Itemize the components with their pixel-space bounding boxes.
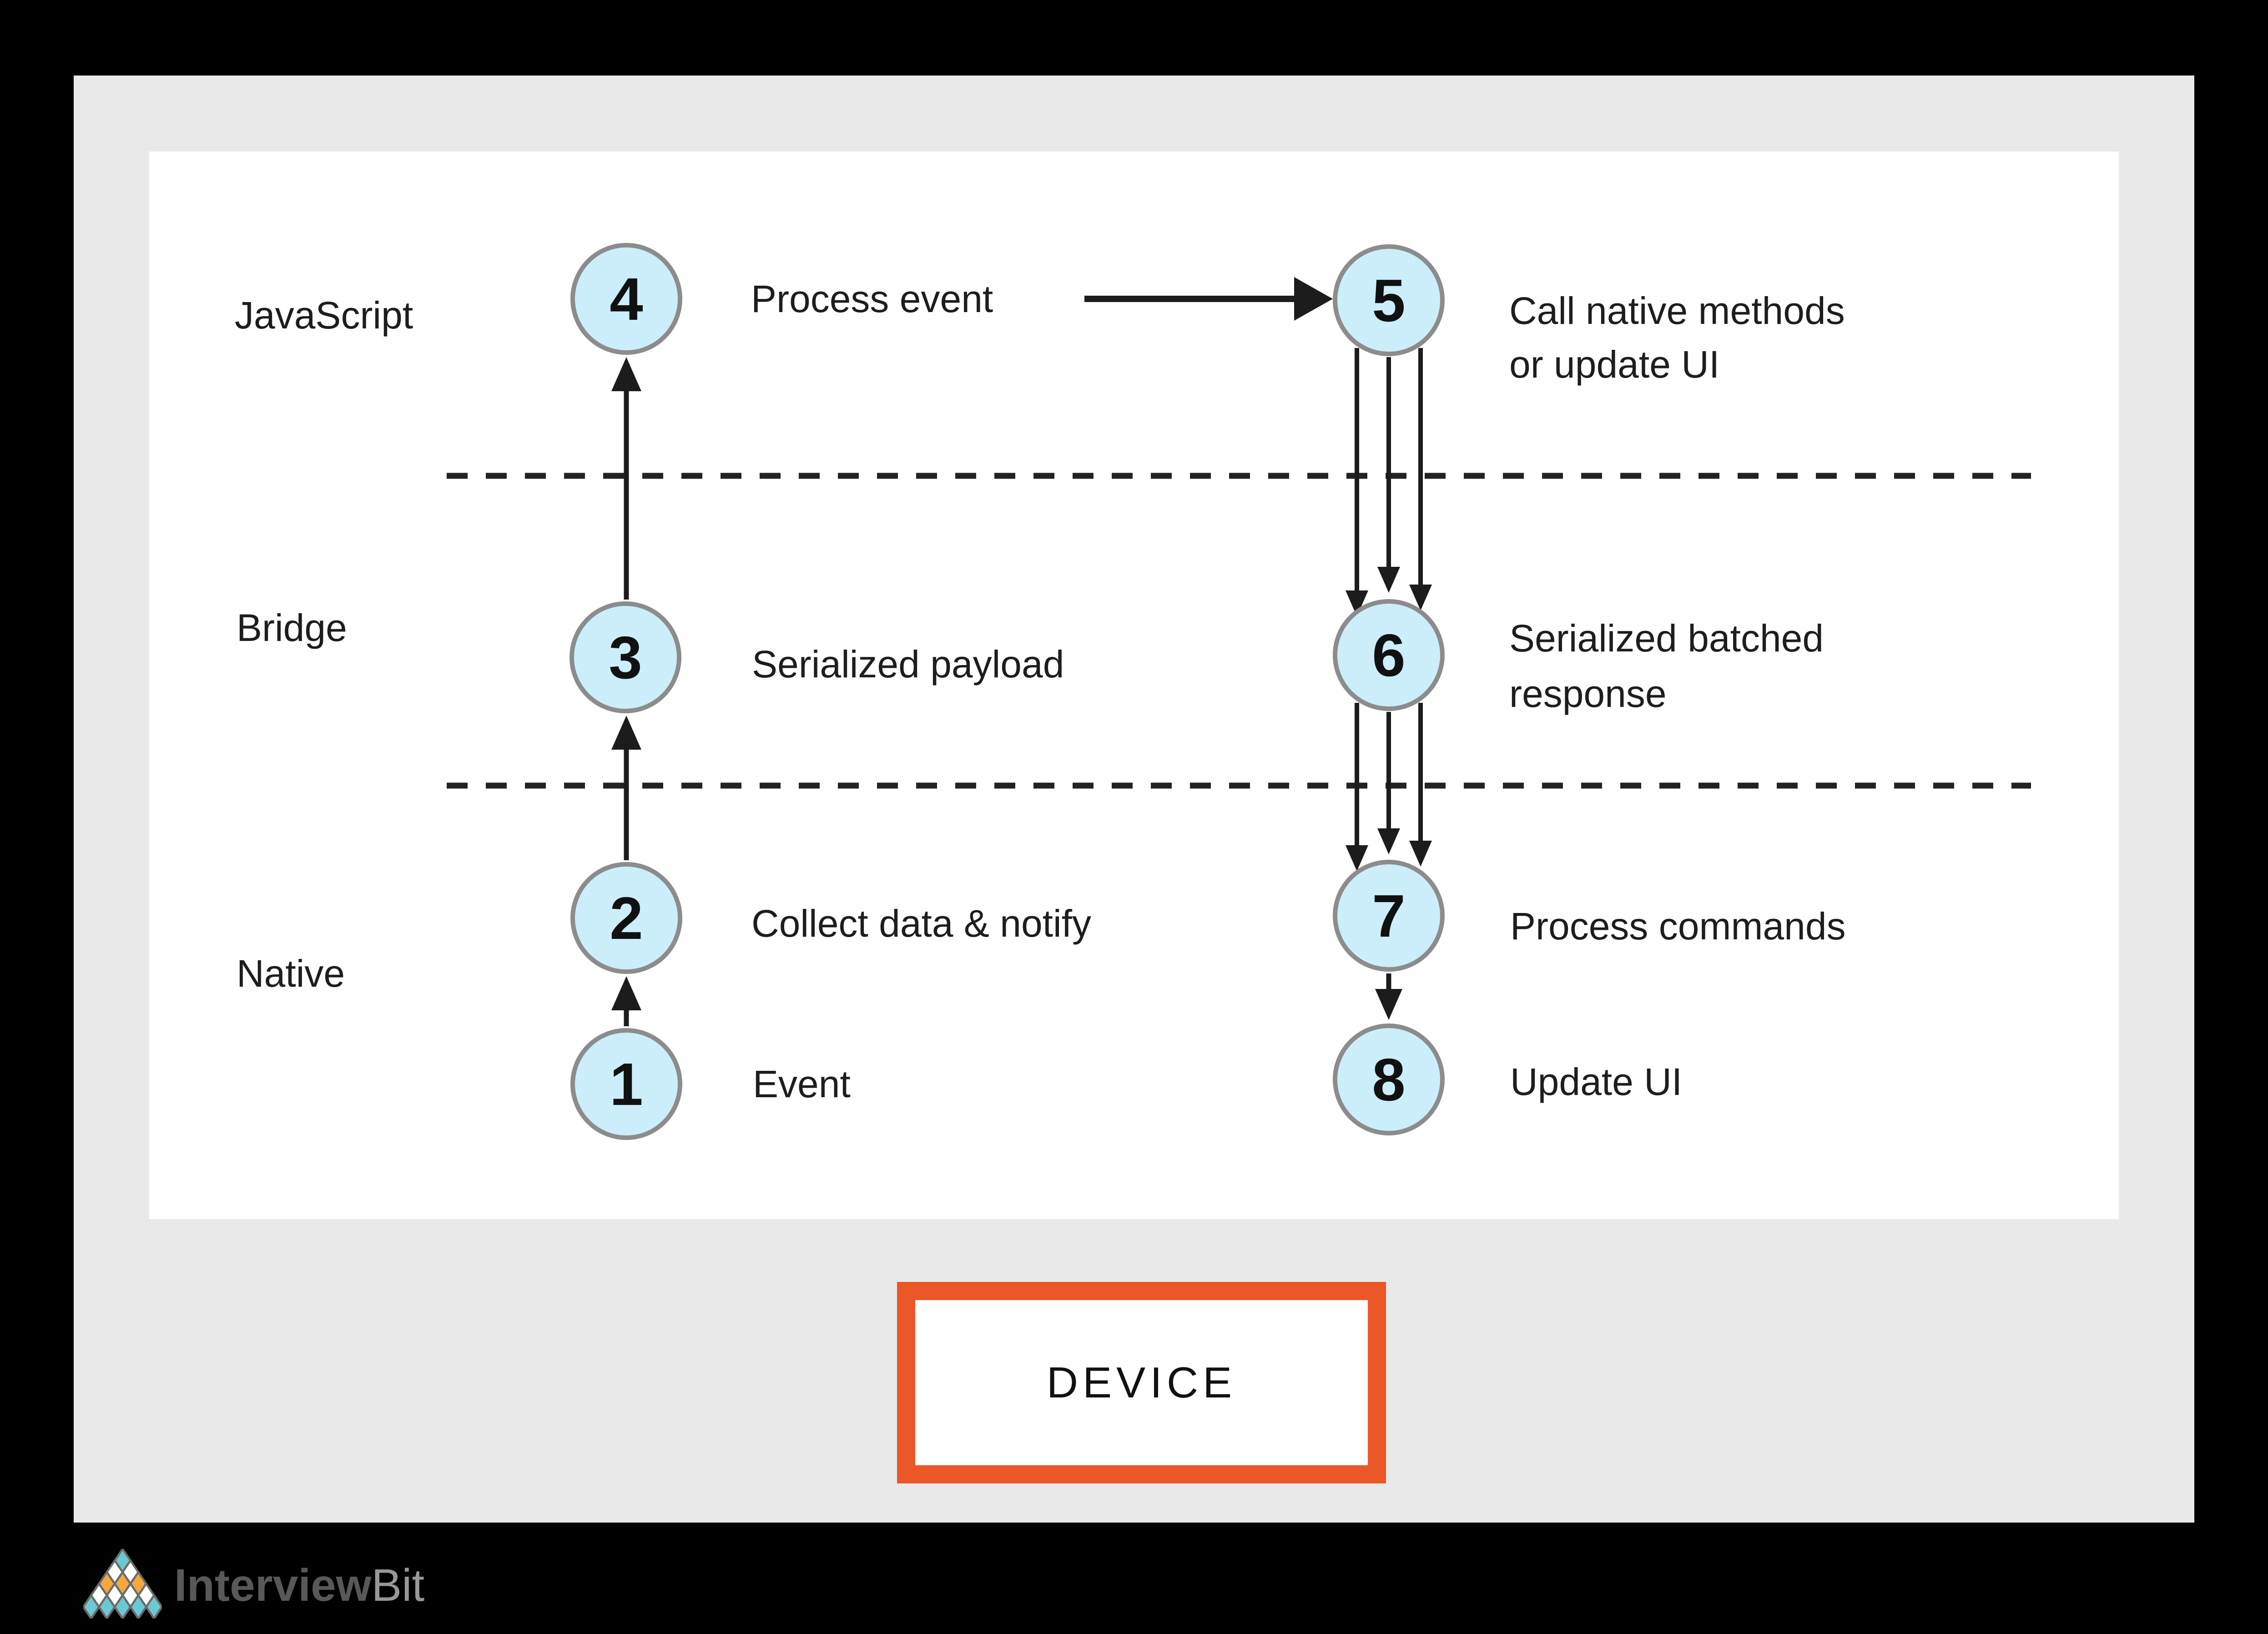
node-1-number: 1 xyxy=(610,1050,643,1118)
node-2-number: 2 xyxy=(610,884,643,952)
label-serialized-batched-response: Serialized batched response xyxy=(1509,610,1824,721)
node-6-number: 6 xyxy=(1372,621,1406,689)
label-update-ui: Update UI xyxy=(1510,1060,1683,1103)
lane-label-bridge: Bridge xyxy=(237,606,347,649)
label-call-native-methods: Call native methods or update UI xyxy=(1509,284,1845,391)
node-5-number: 5 xyxy=(1372,267,1406,334)
node-8: 8 xyxy=(1333,1024,1445,1135)
lane-label-native: Native xyxy=(237,952,345,995)
label-call-native-methods-line1: Call native methods xyxy=(1509,289,1845,332)
label-serialized-batched-line1: Serialized batched xyxy=(1509,617,1824,660)
node-7: 7 xyxy=(1333,860,1445,972)
label-process-event: Process event xyxy=(751,277,993,320)
node-2: 2 xyxy=(570,862,682,974)
label-call-native-methods-line2: or update UI xyxy=(1509,343,1720,386)
device-box: DEVICE xyxy=(897,1282,1386,1483)
interviewbit-logo-text: InterviewBit xyxy=(174,1560,424,1610)
node-7-number: 7 xyxy=(1372,882,1406,949)
interviewbit-logo-icon xyxy=(83,1549,162,1619)
diagram-panel xyxy=(149,151,2119,1219)
label-serialized-batched-line2: response xyxy=(1509,672,1667,715)
logo-text-bit: Bit xyxy=(371,1560,425,1611)
node-4-number: 4 xyxy=(610,265,643,333)
node-4: 4 xyxy=(570,243,682,355)
node-3: 3 xyxy=(570,601,681,713)
label-process-commands: Process commands xyxy=(1510,905,1846,948)
lane-label-javascript: JavaScript xyxy=(235,294,413,337)
label-collect-data-notify: Collect data & notify xyxy=(751,902,1092,945)
node-5: 5 xyxy=(1333,244,1445,356)
label-event: Event xyxy=(753,1063,851,1105)
label-serialized-payload: Serialized payload xyxy=(752,643,1064,686)
node-8-number: 8 xyxy=(1372,1046,1406,1113)
node-1: 1 xyxy=(570,1028,682,1140)
node-6: 6 xyxy=(1333,599,1445,711)
node-3-number: 3 xyxy=(609,624,642,691)
device-label: DEVICE xyxy=(1046,1358,1237,1407)
logo-text-interview: Interview xyxy=(174,1560,372,1611)
